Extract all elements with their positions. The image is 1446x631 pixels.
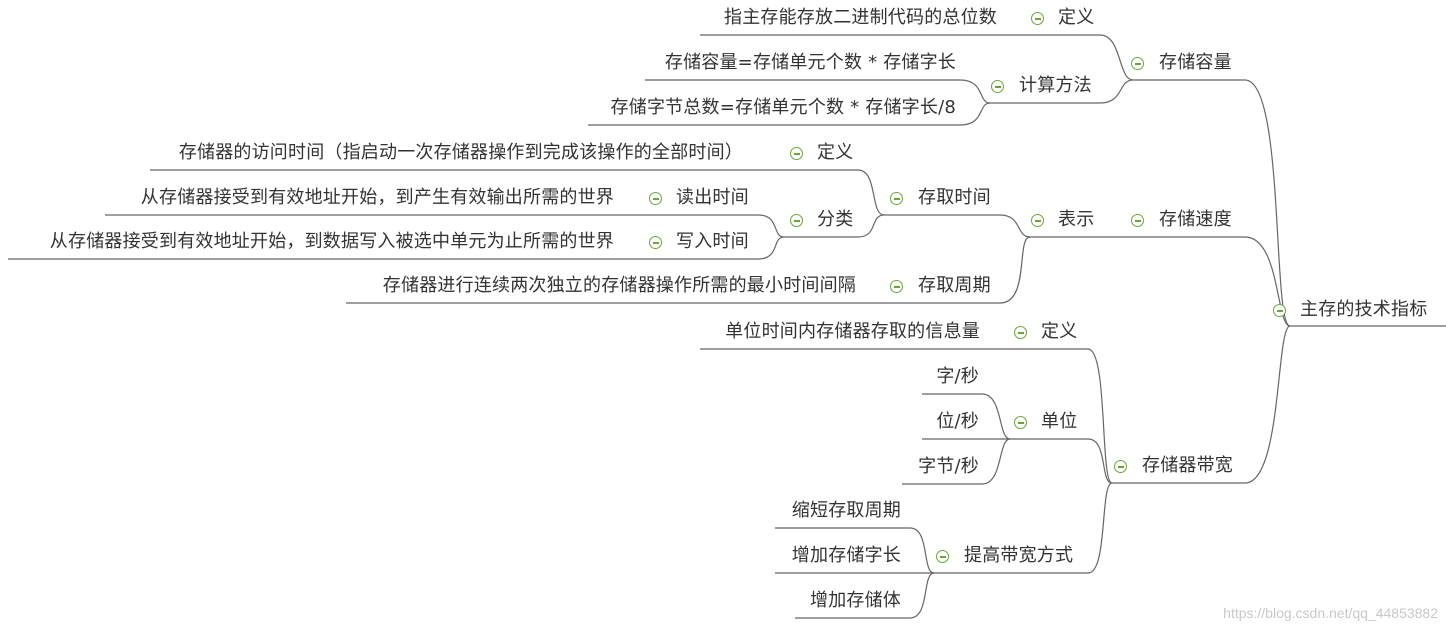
capacity-definition-label[interactable]: 定义 bbox=[1058, 7, 1095, 28]
bandwidth-collapse-toggle[interactable] bbox=[1114, 460, 1127, 473]
root-label[interactable]: 主存的技术指标 bbox=[1300, 299, 1428, 320]
edge-category-write bbox=[757, 236, 785, 260]
edge-unit-3 bbox=[981, 438, 1011, 485]
unit-item-2[interactable]: 位/秒 bbox=[936, 411, 979, 432]
calculation-item-1[interactable]: 存储容量=存储单元个数 * 存储字长 bbox=[664, 52, 956, 73]
representation-label[interactable]: 表示 bbox=[1058, 209, 1095, 230]
edge-root-speed bbox=[1244, 236, 1291, 327]
read-time-collapse-toggle[interactable] bbox=[649, 192, 662, 205]
capacity-collapse-toggle[interactable] bbox=[1131, 57, 1144, 70]
cycle-label[interactable]: 存取周期 bbox=[918, 275, 991, 296]
edge-capacity-calc bbox=[1099, 79, 1134, 104]
unit-label[interactable]: 单位 bbox=[1041, 411, 1078, 432]
edge-access-category bbox=[857, 214, 885, 238]
improve-item-1[interactable]: 缩短存取周期 bbox=[791, 500, 901, 521]
edge-representation-access bbox=[999, 214, 1031, 238]
edge-calc-item-1 bbox=[959, 79, 991, 104]
root-collapse-toggle[interactable] bbox=[1273, 304, 1286, 317]
edge-bandwidth-definition bbox=[1087, 348, 1113, 484]
access-time-collapse-toggle[interactable] bbox=[890, 192, 903, 205]
access-definition-label[interactable]: 定义 bbox=[817, 142, 854, 163]
unit-item-1[interactable]: 字/秒 bbox=[936, 366, 979, 387]
calculation-collapse-toggle[interactable] bbox=[991, 80, 1004, 93]
write-time-label[interactable]: 写入时间 bbox=[676, 231, 749, 252]
read-time-label[interactable]: 读出时间 bbox=[676, 187, 749, 208]
access-time-label[interactable]: 存取时间 bbox=[918, 187, 991, 208]
improve-item-2[interactable]: 增加存储字长 bbox=[791, 545, 901, 566]
edge-bandwidth-improve bbox=[1087, 482, 1113, 574]
access-definition-text[interactable]: 存储器的访问时间（指启动一次存储器操作到完成该操作的全部时间） bbox=[178, 142, 743, 163]
unit-item-3[interactable]: 字节/秒 bbox=[918, 456, 979, 477]
speed-collapse-toggle[interactable] bbox=[1131, 214, 1144, 227]
capacity-definition-text[interactable]: 指主存能存放二进制代码的总位数 bbox=[724, 7, 997, 28]
improve-label[interactable]: 提高带宽方式 bbox=[964, 545, 1074, 566]
cycle-text[interactable]: 存储器进行连续两次独立的存储器操作所需的最小时间间隔 bbox=[382, 275, 856, 296]
category-collapse-toggle[interactable] bbox=[790, 214, 803, 227]
bandwidth-label[interactable]: 存储器带宽 bbox=[1142, 455, 1233, 476]
edge-representation-cycle bbox=[999, 236, 1031, 304]
calculation-label[interactable]: 计算方法 bbox=[1019, 75, 1092, 96]
watermark: https://blog.csdn.net/qq_44853882 bbox=[1223, 605, 1438, 621]
edge-bandwidth-unit bbox=[1087, 438, 1113, 484]
calculation-item-2[interactable]: 存储字节总数=存储单元个数 * 存储字长/8 bbox=[610, 97, 956, 118]
edge-root-bandwidth bbox=[1244, 325, 1291, 484]
improve-collapse-toggle[interactable] bbox=[936, 550, 949, 563]
bandwidth-definition-text[interactable]: 单位时间内存储器存取的信息量 bbox=[725, 321, 980, 342]
edge-calc-item-2 bbox=[959, 102, 991, 126]
category-label[interactable]: 分类 bbox=[817, 209, 854, 230]
edge-improve-3 bbox=[909, 572, 935, 619]
edge-access-definition bbox=[857, 169, 885, 216]
access-definition-collapse-toggle[interactable] bbox=[790, 147, 803, 160]
capacity-label[interactable]: 存储容量 bbox=[1159, 52, 1232, 73]
cycle-collapse-toggle[interactable] bbox=[890, 280, 903, 293]
improve-item-3[interactable]: 增加存储体 bbox=[810, 590, 901, 611]
representation-collapse-toggle[interactable] bbox=[1031, 214, 1044, 227]
edge-unit-1 bbox=[981, 393, 1011, 440]
bandwidth-definition-label[interactable]: 定义 bbox=[1041, 321, 1078, 342]
edge-capacity-definition bbox=[1099, 34, 1134, 81]
speed-label[interactable]: 存储速度 bbox=[1159, 209, 1232, 230]
read-time-text[interactable]: 从存储器接受到有效地址开始，到产生有效输出所需的世界 bbox=[140, 187, 614, 208]
edge-root-capacity bbox=[1244, 79, 1291, 327]
unit-collapse-toggle[interactable] bbox=[1014, 416, 1027, 429]
edge-improve-1 bbox=[909, 527, 935, 574]
write-time-collapse-toggle[interactable] bbox=[649, 236, 662, 249]
bandwidth-definition-collapse-toggle[interactable] bbox=[1014, 326, 1027, 339]
edge-category-read bbox=[757, 214, 785, 238]
write-time-text[interactable]: 从存储器接受到有效地址开始，到数据写入被选中单元为止所需的世界 bbox=[49, 231, 614, 252]
capacity-definition-collapse-toggle[interactable] bbox=[1031, 12, 1044, 25]
